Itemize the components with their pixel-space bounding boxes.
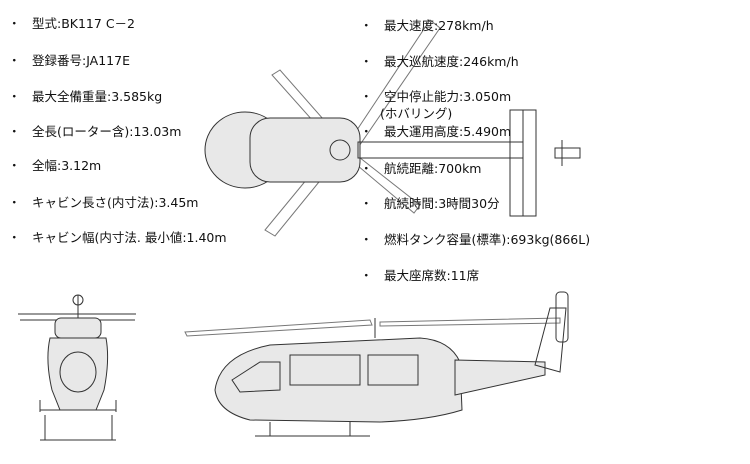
bullet: ・ [360,89,373,104]
bullet: ・ [360,124,373,139]
bullet: ・ [360,268,373,283]
spec-service-ceiling: ・最大運用高度:5.490m [360,124,511,140]
spec-cabin-width-label: キャビン幅(内寸法. 最小値:1.40m [32,230,227,245]
spec-range: ・航続距離:700km [360,161,482,177]
spec-fuel-capacity: ・燃料タンク容量(標準):693kg(866L) [360,232,590,248]
bullet: ・ [8,89,21,104]
spec-max-speed: ・最大速度:278km/h [360,18,494,34]
bullet: ・ [8,16,21,31]
helicopter-front-view [18,294,136,441]
spec-max-speed-label: 最大速度:278km/h [384,18,494,33]
spec-overall-length: ・全長(ローター含):13.03m [8,124,181,140]
bullet: ・ [8,124,21,139]
spec-registration: ・登録番号:JA117E [8,53,130,69]
spec-max-cruise-speed: ・最大巡航速度:246km/h [360,54,519,70]
bullet: ・ [360,232,373,247]
spec-max-seats-label: 最大座席数:11席 [384,268,480,283]
spec-max-gross-weight: ・最大全備重量:3.585kg [8,89,162,105]
spec-registration-label: 登録番号:JA117E [32,53,130,68]
spec-max-seats: ・最大座席数:11席 [360,268,479,284]
helicopter-top-view [204,19,581,237]
spec-endurance: ・航続時間:3時間30分 [360,196,500,212]
spec-max-cruise-speed-label: 最大巡航速度:246km/h [384,54,519,69]
spec-cabin-length: ・キャビン長さ(内寸法):3.45m [8,195,198,211]
spec-model-label: 型式:BK117 C－2 [32,16,135,31]
spec-overall-length-label: 全長(ローター含):13.03m [32,124,182,139]
spec-range-label: 航続距離:700km [384,161,482,176]
spec-cabin-length-label: キャビン長さ(内寸法):3.45m [32,195,199,210]
spec-fuel-capacity-label: 燃料タンク容量(標準):693kg(866L) [384,232,591,247]
spec-overall-width-label: 全幅:3.12m [32,158,102,173]
bullet: ・ [8,158,21,173]
spec-overall-width: ・全幅:3.12m [8,158,101,174]
bullet: ・ [360,54,373,69]
spec-cabin-width: ・キャビン幅(内寸法. 最小値:1.40m [8,230,227,246]
spec-hover-ceiling-label: 空中停止能力:3.050m [384,89,512,104]
bullet: ・ [360,18,373,33]
spec-hover-ceiling-note-label: (ホバリング) [380,106,453,121]
spec-endurance-label: 航続時間:3時間30分 [384,196,500,211]
bullet: ・ [360,196,373,211]
bullet: ・ [8,53,21,68]
bullet: ・ [8,230,21,245]
spec-model: ・型式:BK117 C－2 [8,16,135,32]
helicopter-side-view [184,291,569,437]
spec-hover-ceiling: ・空中停止能力:3.050m [360,89,511,105]
spec-hover-ceiling-note: (ホバリング) [380,106,452,122]
bullet: ・ [8,195,21,210]
bullet: ・ [360,161,373,176]
spec-max-gross-weight-label: 最大全備重量:3.585kg [32,89,163,104]
spec-service-ceiling-label: 最大運用高度:5.490m [384,124,512,139]
